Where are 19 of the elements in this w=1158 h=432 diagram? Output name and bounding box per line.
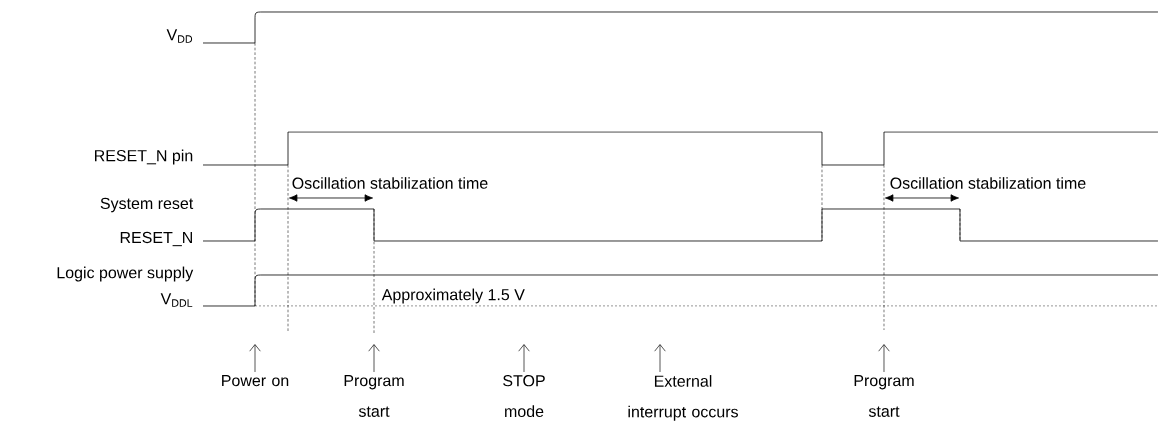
arrow xyxy=(368,344,380,373)
arrow xyxy=(654,344,666,373)
annotation-text: Approximately 1.5 V xyxy=(381,288,525,304)
annotation-text: Oscillation stabilization time xyxy=(890,177,1086,189)
annotation-text: Logic power supply xyxy=(57,266,194,282)
annotation-text: RESET_N xyxy=(120,231,192,247)
annotation-text: System reset xyxy=(100,197,194,213)
annotation-text: V$_{DDL}$ xyxy=(160,293,193,307)
event-label: Program start xyxy=(854,375,914,417)
annotation-text: Oscillation stabilization time xyxy=(292,177,488,189)
event-label: External interrupt occurs xyxy=(628,375,738,421)
event-label: Program start xyxy=(344,375,404,417)
annotation-text: RESET_N pin xyxy=(95,149,193,165)
arrow xyxy=(518,344,530,373)
event-label: Power on xyxy=(222,375,289,387)
event-label: STOP mode xyxy=(503,375,545,418)
annotation-text: V$_{DD}$ xyxy=(166,29,193,43)
arrow xyxy=(878,344,890,373)
arrow xyxy=(249,344,261,373)
